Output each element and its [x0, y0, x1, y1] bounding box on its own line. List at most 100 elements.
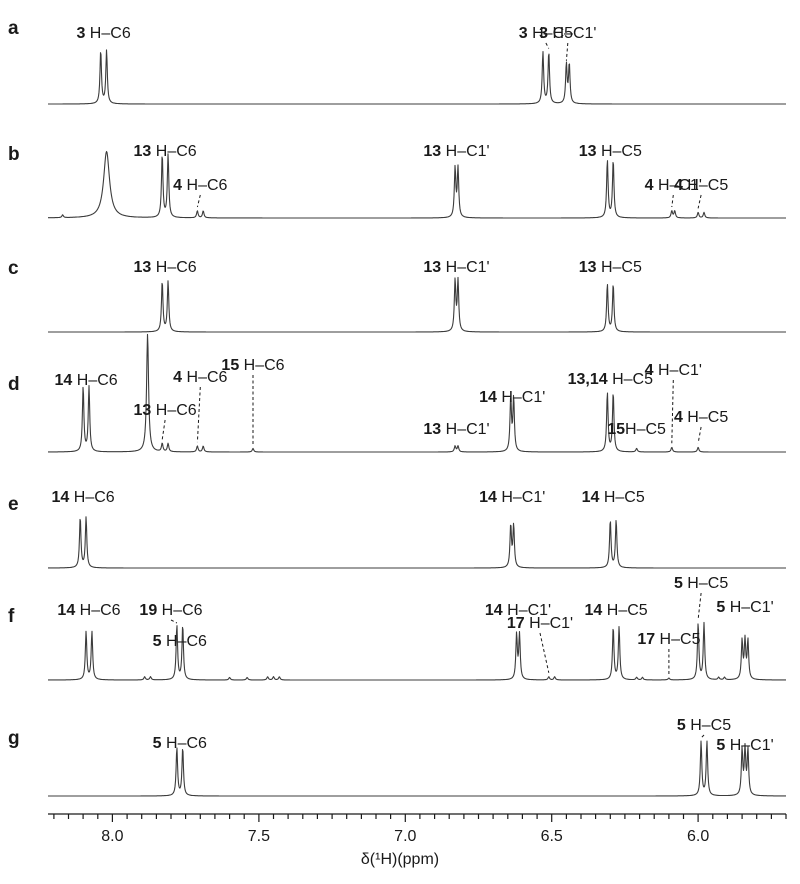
proton-assignment: H–C1' — [441, 143, 489, 160]
tick-label: 7.5 — [248, 828, 270, 845]
proton-assignment: H–C5 — [625, 421, 666, 438]
proton-assignment: H–C6 — [72, 372, 117, 389]
compound-number: 3 — [539, 25, 548, 42]
peak-label: 5 H–C1' — [716, 599, 773, 616]
tick-label: 6.5 — [541, 828, 563, 845]
proton-assignment: H–C6 — [151, 143, 196, 160]
proton-assignment: H–C6 — [239, 357, 284, 374]
proton-assignment: H–C5 — [597, 259, 642, 276]
compound-number: 5 — [716, 737, 725, 754]
peak-label: 13 H–C6 — [134, 259, 197, 276]
proton-assignment: H–C5 — [528, 25, 573, 42]
spectrum-trace — [47, 740, 787, 797]
peak-label: 14 H–C6 — [57, 602, 120, 619]
compound-number: 14 — [485, 602, 503, 619]
leader-line — [697, 426, 702, 444]
proton-assignment: H–C1' — [548, 25, 596, 42]
leader-line — [161, 419, 166, 440]
peak-label: 5 H–C5 — [674, 575, 728, 592]
proton-assignment: H–C5 — [683, 177, 728, 194]
proton-assignment: H–C6 — [151, 402, 196, 419]
peak-label: 13,14 H–C5 — [568, 371, 654, 388]
proton-assignment: H–C5 — [599, 489, 644, 506]
peak-label: 4 H–C6 — [173, 177, 227, 194]
leader-line — [545, 42, 550, 49]
leader-line — [565, 42, 569, 61]
peak-label: 3 H–C5 — [519, 25, 573, 42]
compound-number: 14 — [52, 489, 70, 506]
peak-label: 14 H–C6 — [55, 372, 118, 389]
compound-number: 15 — [221, 357, 239, 374]
tick-label: 6.0 — [687, 828, 709, 845]
compound-number: 13 — [423, 421, 441, 438]
leader-line — [700, 734, 705, 739]
proton-assignment: H–C1' — [725, 599, 773, 616]
compound-number: 4 — [645, 362, 654, 379]
peak-label: 4 H–C1' — [645, 177, 702, 194]
proton-assignment: H–C1' — [654, 362, 702, 379]
proton-assignment: H–C6 — [162, 735, 207, 752]
spectrum-trace — [47, 621, 787, 681]
compound-number: 4 — [674, 177, 683, 194]
peak-label: 4 H–C1' — [645, 362, 702, 379]
peak-label: 14 H–C6 — [52, 489, 115, 506]
peak-label: 15H–C5 — [607, 421, 666, 438]
peak-label: 13 H–C1' — [423, 143, 489, 160]
proton-assignment: H–C5 — [655, 631, 700, 648]
compound-number: 17 — [637, 631, 655, 648]
spectrum-trace — [47, 516, 787, 569]
peak-label: 13 H–C5 — [579, 259, 642, 276]
compound-number: 14 — [582, 489, 600, 506]
spectrum-trace — [47, 333, 787, 453]
peak-label: 14 H–C5 — [585, 602, 648, 619]
peak-label: 13 H–C1' — [423, 259, 489, 276]
peak-label: 14 H–C5 — [582, 489, 645, 506]
compound-number: 14 — [479, 389, 497, 406]
peak-label: 17 H–C1' — [507, 615, 573, 632]
compound-number: 13 — [423, 143, 441, 160]
peak-label: 13 H–C1' — [423, 421, 489, 438]
compound-number: 14 — [585, 602, 603, 619]
peak-label: 13 H–C6 — [134, 402, 197, 419]
proton-assignment: H–C6 — [157, 602, 202, 619]
leader-line — [196, 386, 201, 443]
panel-letter: b — [8, 144, 20, 165]
spectrum-trace — [47, 150, 787, 219]
compound-number: 13 — [134, 143, 152, 160]
proton-assignment: H–C5 — [608, 371, 653, 388]
compound-number: 4 — [173, 177, 182, 194]
peak-label: 5 H–C6 — [153, 633, 207, 650]
proton-assignment: H–C5 — [683, 575, 728, 592]
proton-assignment: H–C6 — [151, 259, 196, 276]
proton-assignment: H–C6 — [69, 489, 114, 506]
x-axis-label: δ(¹H)(ppm) — [361, 851, 439, 868]
compound-number: 13 — [134, 259, 152, 276]
peak-label: 13 H–C5 — [579, 143, 642, 160]
spectrum-trace — [47, 276, 787, 333]
peak-label: 4 H–C5 — [674, 409, 728, 426]
peak-label: 13 H–C6 — [134, 143, 197, 160]
proton-assignment: H–C5 — [597, 143, 642, 160]
compound-number: 4 — [674, 409, 683, 426]
compound-number: 5 — [153, 633, 162, 650]
peak-label: 15 H–C6 — [221, 357, 284, 374]
leader-line — [539, 632, 550, 673]
proton-assignment: H–C1' — [441, 259, 489, 276]
compound-number: 5 — [716, 599, 725, 616]
proton-assignment: H–C5 — [686, 717, 731, 734]
proton-assignment: H–C1' — [497, 489, 545, 506]
compound-number: 14 — [57, 602, 75, 619]
leader-line — [697, 592, 702, 620]
proton-assignment: H–C5 — [683, 409, 728, 426]
compound-number: 5 — [674, 575, 683, 592]
panel-letter: f — [8, 606, 15, 627]
proton-assignment: H–C6 — [182, 369, 227, 386]
peak-label: 4 H–C5 — [674, 177, 728, 194]
proton-assignment: H–C1' — [503, 602, 551, 619]
panel-letter: e — [8, 494, 19, 515]
